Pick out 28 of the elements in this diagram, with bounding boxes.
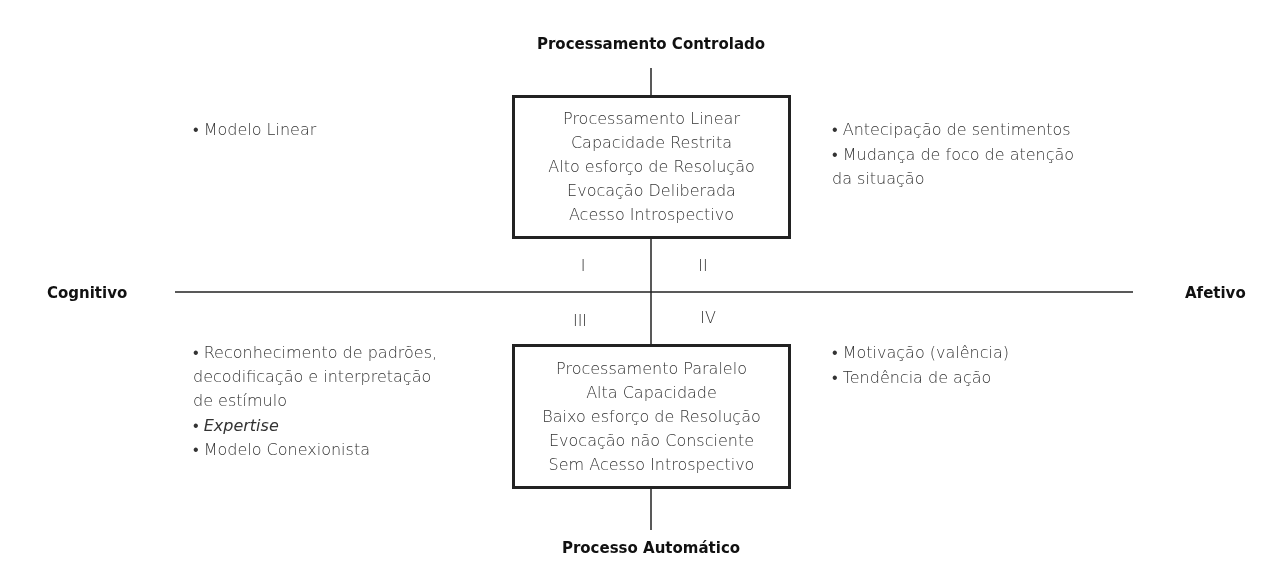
axis-label: Processo Automático — [561, 538, 741, 559]
box-text: Alto esforço de Resolução — [548, 156, 755, 178]
axis-label: Processamento Controlado — [536, 34, 766, 55]
axis-label: Afetivo — [1185, 283, 1246, 304]
list-item: • Tendência de ação — [832, 367, 992, 389]
axis-label: Cognitivo — [47, 283, 128, 304]
list-item: • Motivação (valência) — [832, 342, 1009, 364]
box-text: Evocação Deliberada — [567, 180, 736, 202]
quadrant-numeral: I — [580, 255, 586, 277]
box-text: Processamento Paralelo — [556, 357, 747, 380]
box-text: Sem Acesso Introspectivo — [548, 453, 755, 476]
list-item: • Reconhecimento de padrões, decodificação e interpretação de estímulo — [193, 342, 439, 412]
quadrant-numeral: II — [698, 255, 708, 277]
list-item: • Antecipação de sentimentos — [832, 119, 1071, 141]
box-text: Alta Capacidade — [586, 381, 717, 404]
list-item: • Expertise — [193, 415, 279, 437]
list-item: • Modelo Conexionista — [193, 439, 370, 461]
box-text: Capacidade Restrita — [570, 132, 733, 154]
box-text: Processamento Linear — [563, 108, 740, 130]
process-box — [512, 95, 791, 239]
box-text: Evocação não Consciente — [548, 429, 754, 452]
list-item: • Modelo Linear — [193, 119, 317, 141]
process-box — [512, 344, 791, 489]
list-item: • Mudança de foco de atenção da situação — [832, 144, 1076, 190]
quadrant-numeral: III — [572, 310, 588, 332]
box-text: Baixo esforço de Resolução — [542, 405, 761, 428]
box-text: Acesso Introspectivo — [568, 204, 735, 226]
quadrant-numeral: IV — [700, 307, 716, 329]
